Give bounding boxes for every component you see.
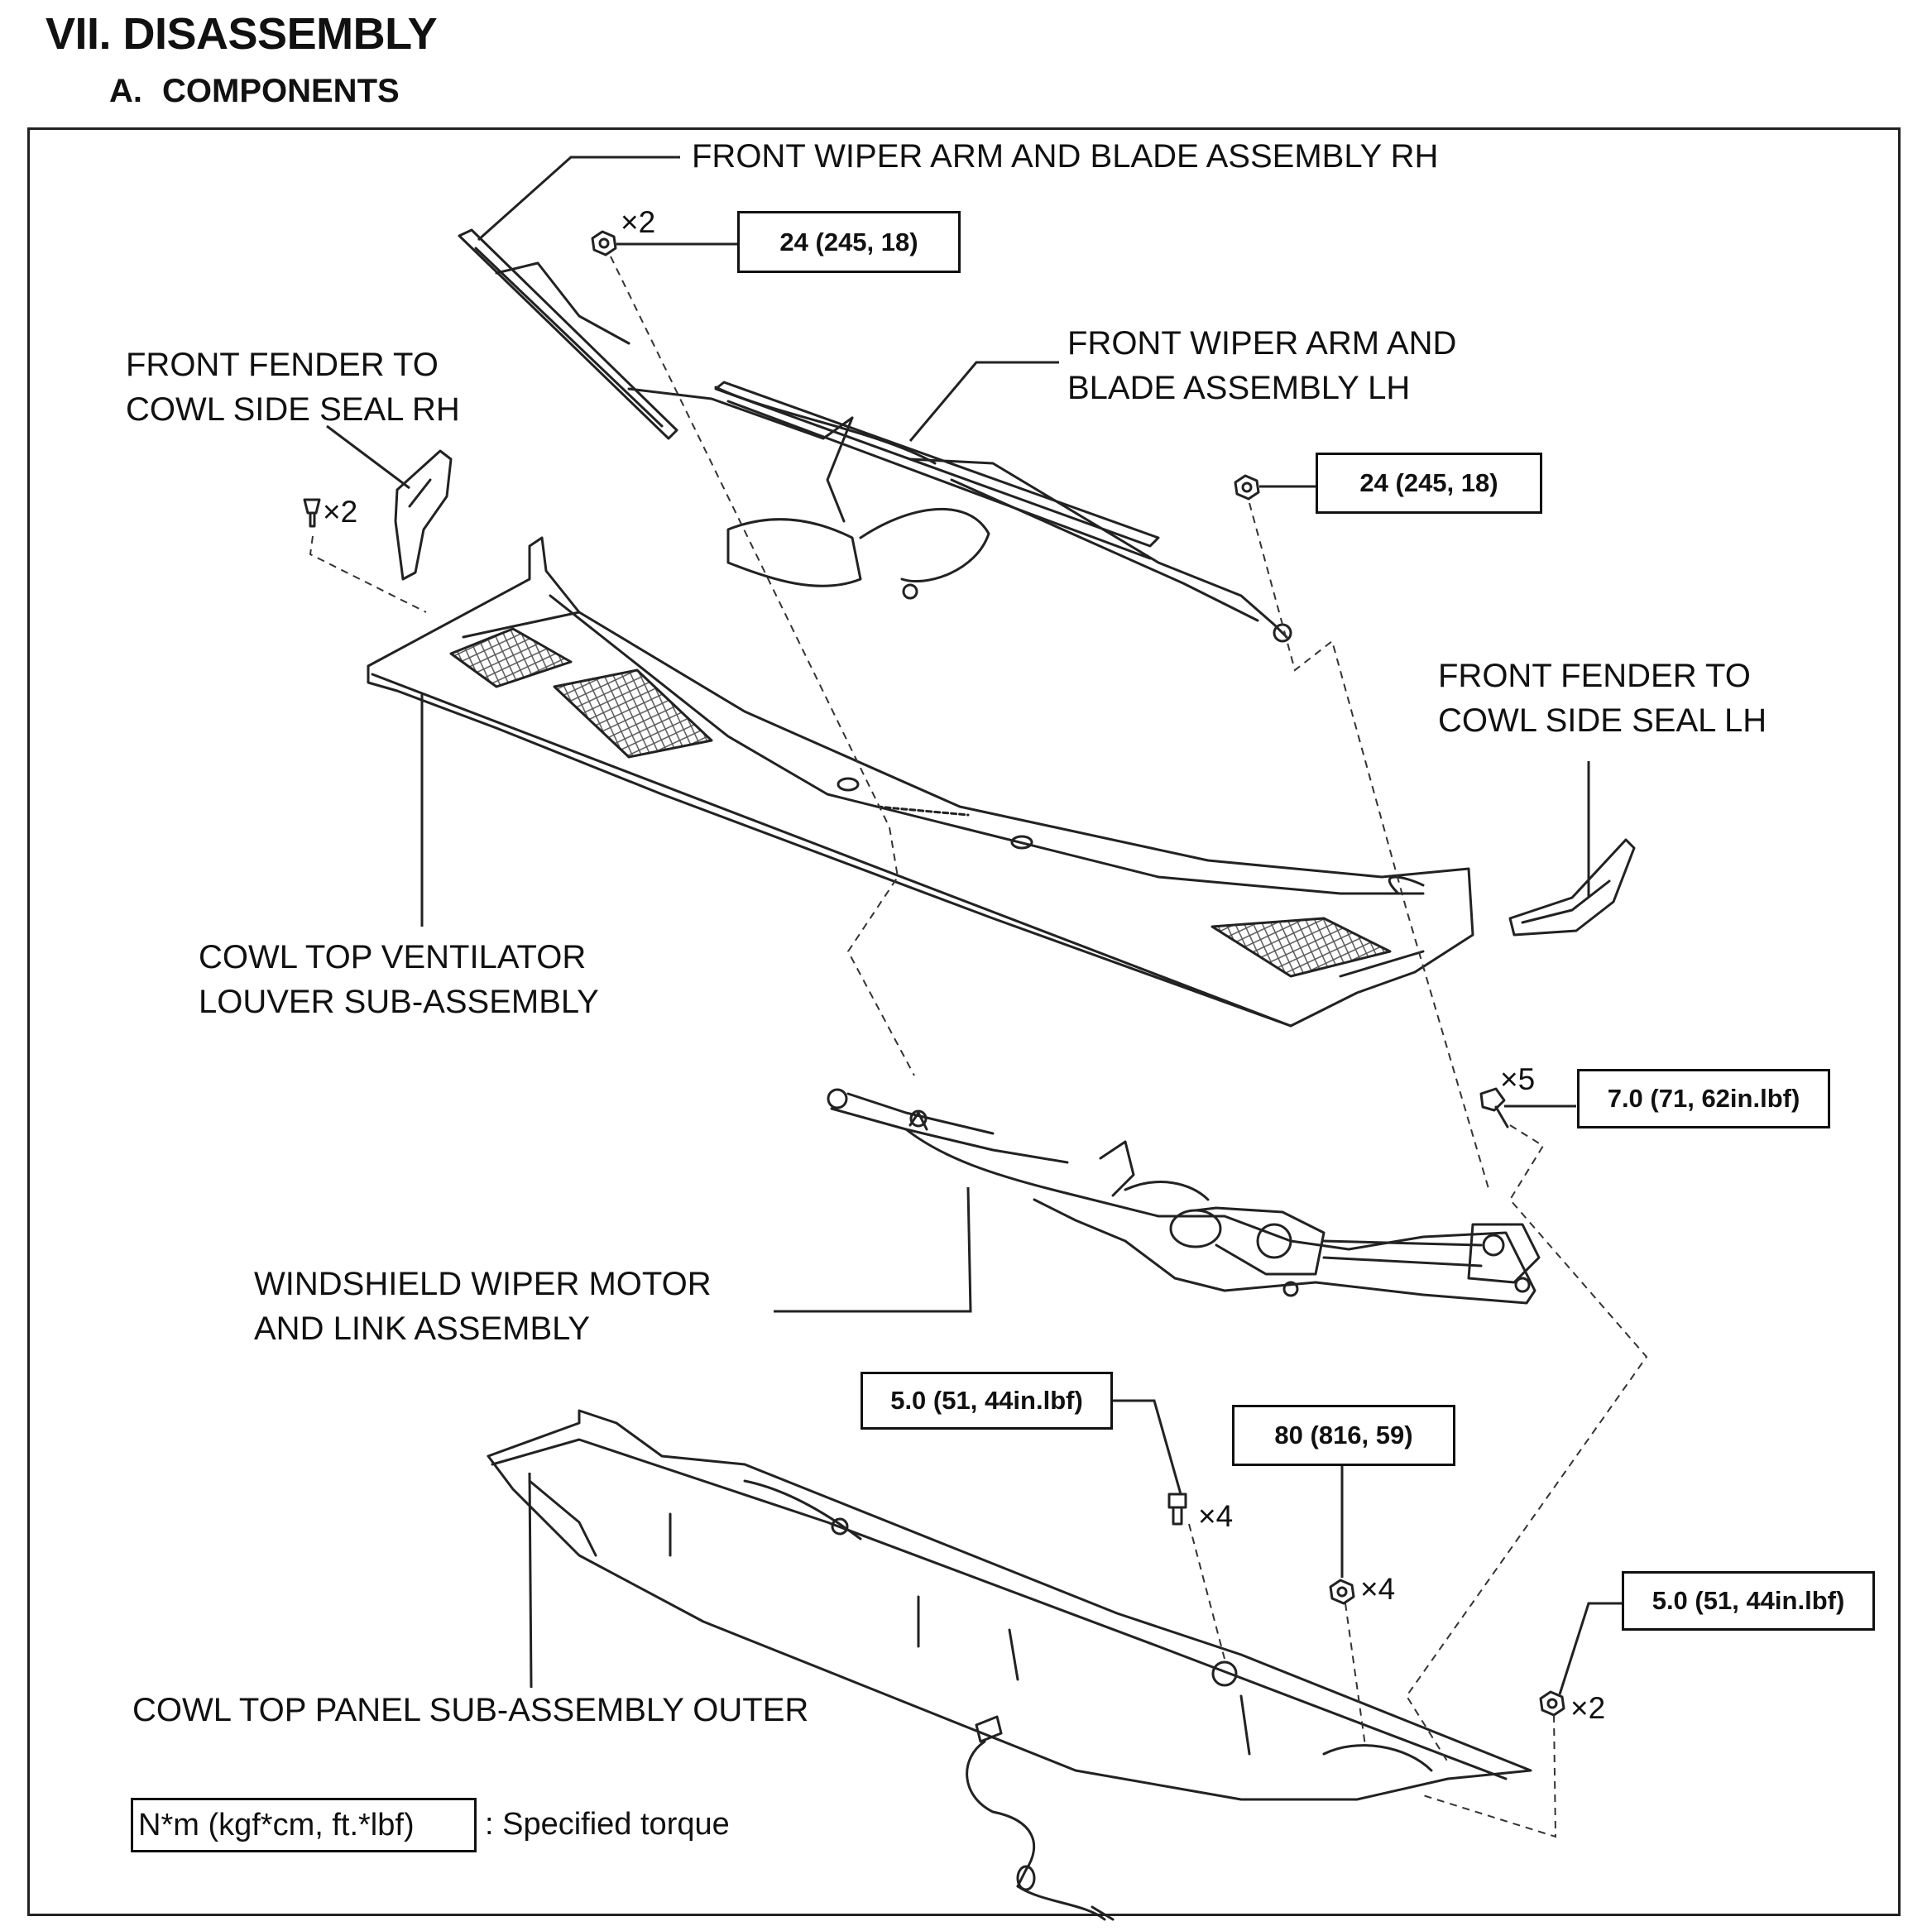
label-wiper-motor-line2: AND LINK ASSEMBLY <box>254 1310 591 1347</box>
label-cowl-panel: COWL TOP PANEL SUB-ASSEMBLY OUTER <box>132 1692 809 1728</box>
label-wiper-motor-line1: WINDSHIELD WIPER MOTOR <box>254 1266 712 1302</box>
diagram-frame <box>27 127 1901 1916</box>
label-wiper-motor: WINDSHIELD WIPER MOTOR AND LINK ASSEMBLY <box>254 1262 712 1351</box>
wiper-motor-link-drawing <box>827 1088 1541 1305</box>
qty-panel-side-nut: ×2 <box>1570 1691 1606 1725</box>
cowl-panel-drawing <box>487 1409 1532 1921</box>
torque-box-motor-bolt: 7.0 (71, 62in.lbf) <box>1577 1069 1830 1128</box>
legend-description: : Specified torque <box>485 1807 730 1842</box>
fastener-nut-panel <box>1329 1579 1355 1605</box>
subsection-heading: A. COMPONENTS <box>109 73 400 110</box>
label-fender-seal-lh-line2: COWL SIDE SEAL LH <box>1438 702 1767 739</box>
fastener-clip-fender-rh <box>303 498 321 528</box>
label-fender-seal-rh-line1: FRONT FENDER TO <box>126 347 439 383</box>
section-heading: VII. DISASSEMBLY <box>46 9 438 59</box>
leader-lines <box>326 156 1622 1695</box>
fastener-nut-rh-arm <box>591 230 617 256</box>
label-fender-seal-lh-line1: FRONT FENDER TO <box>1438 658 1751 694</box>
fender-seal-lh-drawing <box>1508 838 1636 937</box>
torque-box-lh-arm-nut: 24 (245, 18) <box>1316 453 1542 514</box>
label-wiper-arm-lh: FRONT WIPER ARM AND BLADE ASSEMBLY LH <box>1067 321 1456 410</box>
label-fender-seal-lh: FRONT FENDER TO COWL SIDE SEAL LH <box>1438 654 1767 743</box>
cowl-louver-drawing <box>367 536 1474 1028</box>
subsection-letter: A. <box>109 73 142 109</box>
label-cowl-louver: COWL TOP VENTILATOR LOUVER SUB-ASSEMBLY <box>199 935 599 1024</box>
qty-fender-clip: ×2 <box>323 495 358 529</box>
wiper-arm-lh-drawing <box>714 381 1292 643</box>
label-cowl-louver-line1: COWL TOP VENTILATOR <box>199 939 587 975</box>
fastener-bolt-motor <box>1479 1087 1509 1128</box>
qty-panel-bolt: ×4 <box>1198 1499 1234 1533</box>
fastener-bolt-panel <box>1167 1493 1187 1526</box>
torque-box-panel-nut: 80 (816, 59) <box>1232 1405 1455 1466</box>
subsection-title: COMPONENTS <box>162 73 400 109</box>
fastener-nut-panel-side <box>1539 1690 1565 1717</box>
qty-rh-arm-nut: ×2 <box>621 205 656 239</box>
label-fender-seal-rh-line2: COWL SIDE SEAL RH <box>126 391 460 428</box>
label-wiper-arm-lh-line1: FRONT WIPER ARM AND <box>1067 325 1457 362</box>
label-cowl-louver-line2: LOUVER SUB-ASSEMBLY <box>199 984 599 1020</box>
qty-panel-nut: ×4 <box>1360 1572 1396 1606</box>
label-fender-seal-rh: FRONT FENDER TO COWL SIDE SEAL RH <box>126 343 460 432</box>
legend-unit-box: N*m (kgf*cm, ft.*lbf) <box>131 1798 477 1852</box>
torque-box-rh-arm-nut: 24 (245, 18) <box>737 211 961 273</box>
label-wiper-arm-rh: FRONT WIPER ARM AND BLADE ASSEMBLY RH <box>692 138 1439 175</box>
qty-motor-bolt: ×5 <box>1500 1062 1536 1096</box>
label-wiper-arm-lh-line2: BLADE ASSEMBLY LH <box>1067 370 1411 406</box>
fender-seal-rh-drawing <box>394 449 453 581</box>
torque-box-panel-side-nut: 5.0 (51, 44in.lbf) <box>1622 1571 1875 1631</box>
wiper-arm-rh-drawing <box>458 228 990 600</box>
assembly-lines <box>309 256 1648 1838</box>
torque-box-panel-bolt: 5.0 (51, 44in.lbf) <box>861 1372 1113 1430</box>
fastener-nut-lh-arm <box>1234 474 1260 501</box>
